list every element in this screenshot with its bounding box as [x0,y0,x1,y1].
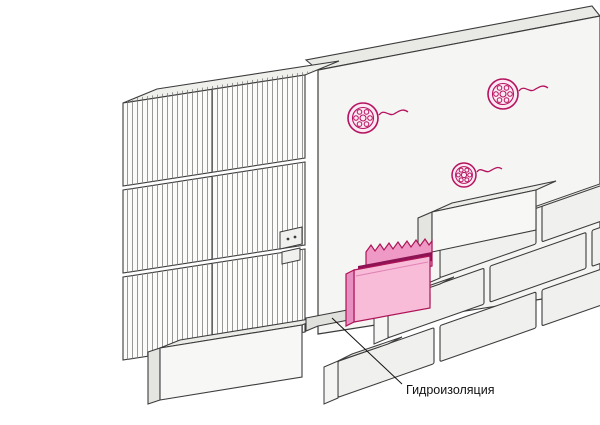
leader-line [331,317,403,385]
front-block-front-face [159,324,303,401]
brick [541,256,600,327]
waterproofing-label: Гидроизоляция [406,383,494,397]
brick-end-face [323,360,339,405]
insulation-anchor-icon [487,78,549,110]
profile-edge-highlight [355,261,429,277]
profile-end-cap [345,269,355,327]
brick [489,232,587,303]
front-block [147,316,323,405]
insulation-anchor-icon [451,162,503,188]
front-block-end-face [147,347,161,405]
floating-block-front-face [431,189,537,253]
brick [439,291,537,362]
block-course-hatch [123,75,305,186]
brick-top-face [337,336,403,362]
brick [591,196,600,267]
block-course-hatch [123,162,305,273]
wavy-wire-icon [476,166,503,173]
insulation-block-stack [122,60,340,361]
wavy-wire-icon [518,85,549,92]
starter-profile [345,237,433,327]
brick-wall [323,172,600,405]
floating-block [417,180,557,259]
stack-top-face-ticks [123,70,317,103]
connector-bracket [279,226,303,265]
wavy-wire-icon [378,109,409,116]
insulation-anchor-icon [347,102,409,134]
